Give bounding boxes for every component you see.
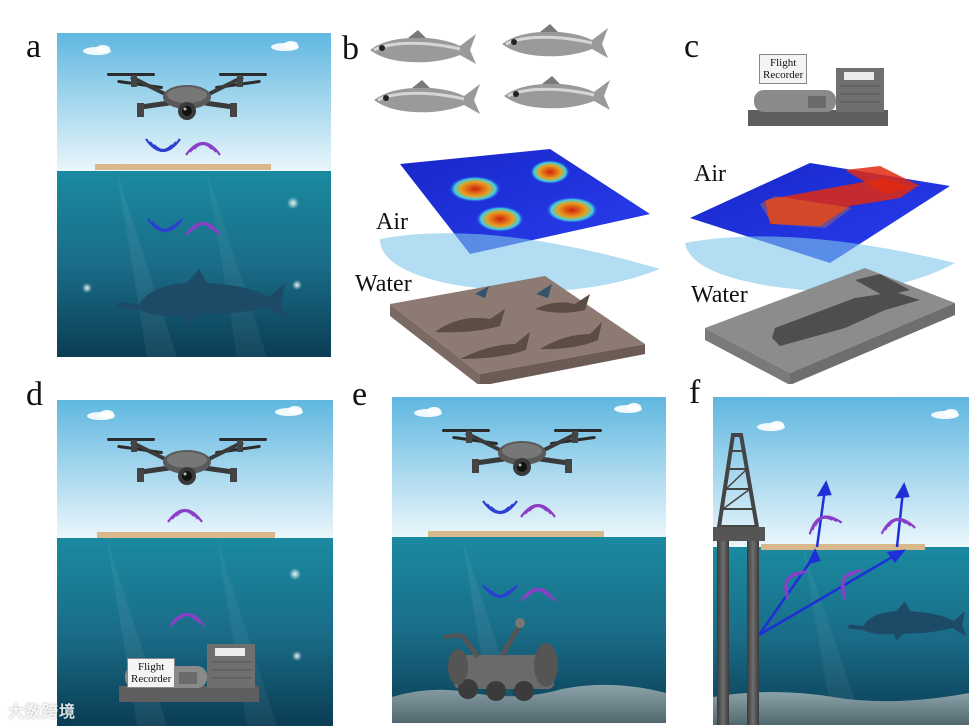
- watermark: 大数跨境: [8, 702, 77, 721]
- oil-rig-icon: [713, 433, 765, 725]
- seabed-plate: [390, 276, 645, 374]
- panel-b-scene: [340, 14, 670, 384]
- panel-label-a: a: [26, 28, 42, 65]
- flight-recorder-label: Flight Recorder: [127, 658, 176, 689]
- panel-label-f: f: [689, 374, 701, 411]
- sensor-plate: [97, 532, 275, 538]
- flight-recorder-label-line2: Recorder: [763, 69, 804, 82]
- heatmap-plate: [400, 149, 650, 254]
- panel-label-c: c: [684, 28, 700, 65]
- flight-recorder-label: Flight Recorder: [759, 54, 808, 85]
- panel-c-scene: [680, 28, 970, 384]
- panel-label-e: e: [352, 376, 368, 413]
- seabed: [713, 692, 969, 725]
- flight-recorder-label-line2: Recorder: [131, 673, 172, 686]
- water-label: Water: [355, 271, 412, 297]
- fish-icon: [502, 74, 612, 112]
- air-label: Air: [376, 209, 408, 235]
- panel-label-d: d: [26, 376, 43, 413]
- panel-label-b: b: [342, 30, 359, 67]
- fish-icon: [372, 78, 482, 116]
- sensor-plate: [428, 531, 604, 537]
- panel-e-scene: [392, 397, 666, 723]
- panel-f-scene: [713, 397, 969, 725]
- sensor-plate: [761, 544, 925, 550]
- interface-layer: [380, 233, 660, 292]
- water-label: Water: [691, 282, 748, 308]
- fish-icon: [368, 28, 478, 66]
- sensor-plate: [95, 164, 271, 170]
- underwater-robot-icon: [443, 618, 558, 701]
- panel-d-scene: [57, 400, 333, 726]
- flight-recorder-label-line1: Flight: [138, 661, 165, 673]
- flight-recorder-label-line1: Flight: [770, 57, 797, 69]
- panel-a-scene: [57, 33, 331, 357]
- air-label: Air: [694, 161, 726, 187]
- fish-icon: [500, 22, 610, 60]
